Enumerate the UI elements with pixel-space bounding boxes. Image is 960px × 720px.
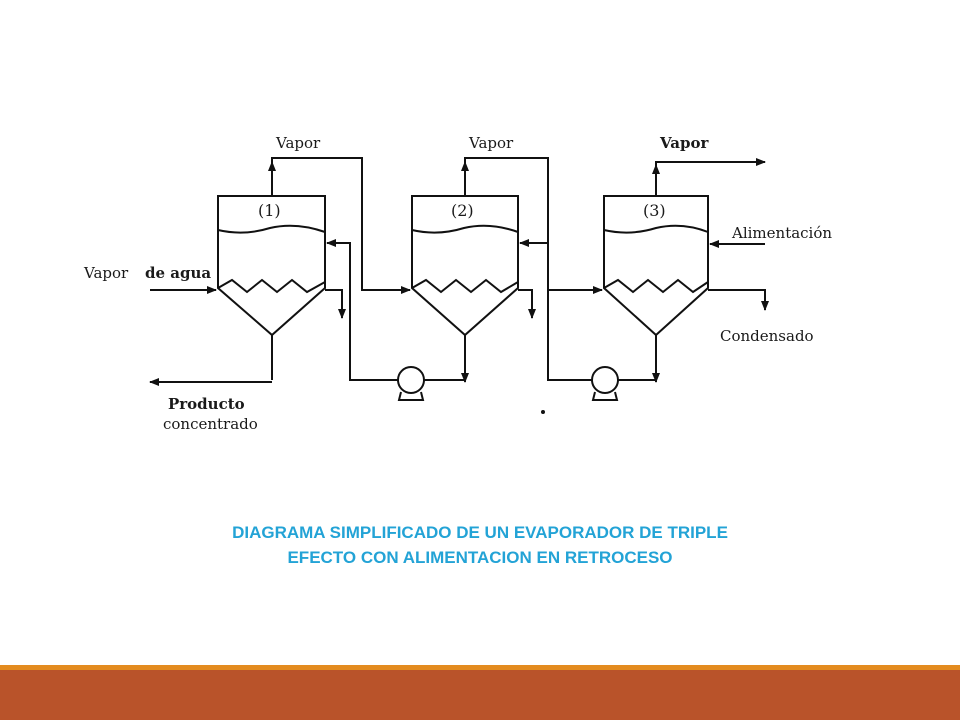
feed-label: Alimentación (731, 224, 832, 242)
vapor-line-1 (271, 157, 411, 294)
footer-bar (0, 670, 960, 720)
evaporator-2 (411, 195, 519, 337)
vapor-line-2 (464, 157, 603, 294)
effect-number-2: (2) (451, 201, 474, 220)
pump-1 (397, 366, 425, 401)
condensate-label: Condensado (720, 327, 814, 345)
footer-accent-bar (0, 665, 960, 670)
vapor-label-2: Vapor (468, 134, 514, 152)
vapor-label-1: Vapor (275, 134, 321, 152)
product-label: Producto (168, 395, 245, 413)
product-label-2: concentrado (163, 415, 258, 433)
condensate-drain-3 (708, 289, 769, 311)
steam-label-a: Vapor (83, 264, 129, 282)
condensate-drain-2 (518, 289, 536, 319)
steam-label-b: de agua (145, 264, 211, 282)
diagram-caption: DIAGRAMA SIMPLIFICADO DE UN EVAPORADOR D… (120, 520, 840, 570)
effect-number-3: (3) (643, 201, 666, 220)
effect-number-1: (1) (258, 201, 281, 220)
line-pump-2-to-evap-2 (519, 239, 592, 381)
evaporator-3 (603, 195, 709, 337)
vapor-line-3 (655, 158, 766, 196)
caption-line-1: DIAGRAMA SIMPLIFICADO DE UN EVAPORADOR D… (232, 523, 728, 542)
vapor-label-3: Vapor (659, 134, 709, 152)
caption-line-2: EFECTO CON ALIMENTACION EN RETROCESO (287, 548, 673, 567)
stray-dot (541, 410, 545, 414)
pump-2 (591, 366, 619, 401)
line-pump-1-to-evap-1 (326, 239, 398, 381)
condensate-drain-1 (325, 289, 346, 319)
evaporator-1 (217, 195, 326, 337)
